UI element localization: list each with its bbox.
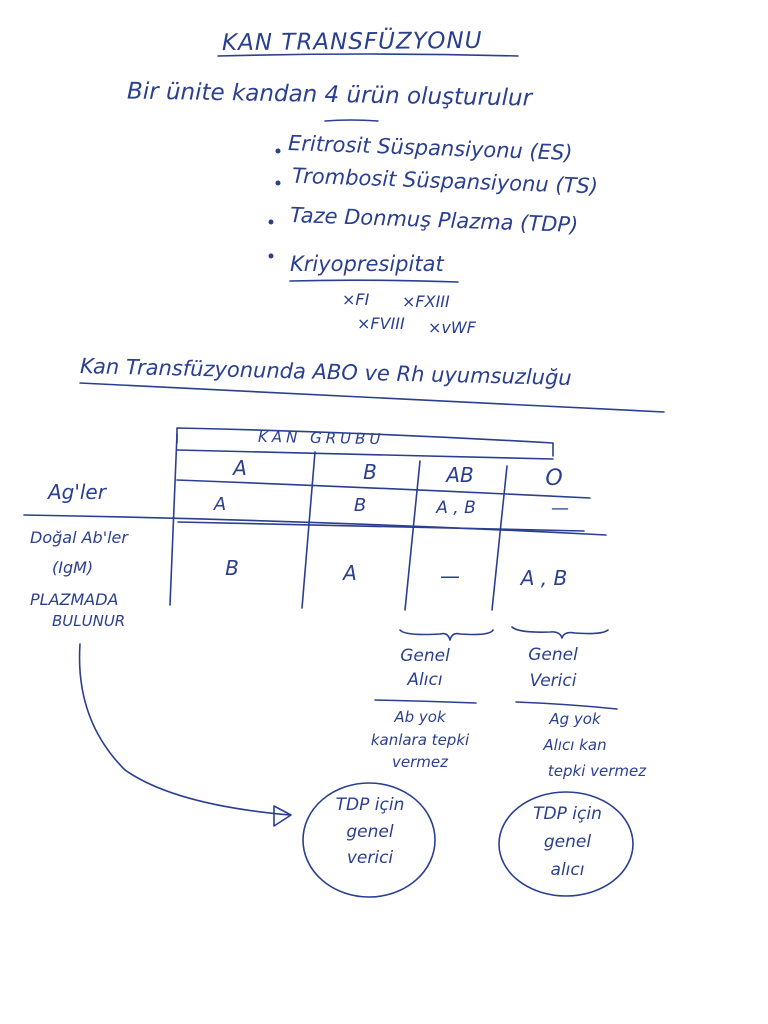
heading-underline — [79, 382, 665, 413]
col-line-1 — [169, 433, 178, 606]
circle-left-outline — [302, 782, 436, 898]
circle-left-line-2: genel — [346, 822, 394, 842]
col-line-2 — [301, 451, 316, 609]
factor-vwf: ×vWF — [428, 318, 476, 337]
o-note-title-1: Genel — [528, 645, 578, 665]
antigen-a: A — [213, 494, 227, 515]
group-header-a: A — [233, 456, 247, 480]
group-header-o: O — [545, 466, 563, 491]
table-header-kan-grubu: KAN GRUBU — [257, 427, 385, 449]
kriyo-underline — [289, 279, 459, 283]
circle-right-line-2: genel — [543, 832, 592, 852]
antibody-ab: — — [440, 564, 460, 588]
col-line-3 — [404, 460, 421, 611]
ab-note-title-1: Genel — [400, 646, 450, 666]
o-note-desc-2: Alıcı kan — [543, 736, 607, 754]
col-line-4 — [491, 465, 508, 611]
highlight-underline — [324, 119, 379, 122]
group-header-b: B — [363, 460, 377, 484]
factor-fviii: ×FVIII — [357, 314, 405, 333]
o-brace — [511, 626, 609, 639]
row-label-antibodies-2: (IgM) — [52, 558, 94, 577]
factor-fxiii: ×FXIII — [402, 292, 450, 311]
o-title-underline — [515, 701, 618, 710]
intro-prefix: Bir ünite kandan — [126, 78, 318, 108]
circle-right-line-3: alıcı — [550, 860, 585, 880]
antigen-ab: A , B — [436, 498, 476, 518]
group-header-ab: AB — [446, 463, 474, 487]
o-note-desc-3: tepki vermez — [547, 762, 647, 780]
ab-title-underline — [374, 699, 477, 704]
ab-note-title-2: Alıcı — [407, 670, 443, 690]
circle-left-line-1: TDP için — [335, 795, 405, 815]
table-line-4 — [177, 521, 585, 532]
row-label-antibodies-3: PLAZMADA — [30, 590, 119, 609]
intro-highlight: 4 ürün — [324, 81, 400, 110]
page-title: KAN TRANSFÜZYONU — [221, 27, 483, 57]
antigen-b: B — [353, 495, 367, 516]
circle-right-outline — [498, 791, 634, 897]
row-label-antibodies-1: Doğal Ab'ler — [30, 528, 128, 547]
title-underline — [217, 53, 519, 57]
table-line-1 — [176, 449, 554, 460]
row-label-antibodies-4: BULUNUR — [52, 612, 126, 630]
table-bracket — [176, 427, 554, 457]
arrow-head — [273, 805, 292, 827]
ab-note-desc-1: Ab yok — [394, 708, 446, 726]
antigen-o: — — [551, 498, 569, 519]
o-note-title-2: Verici — [529, 671, 577, 691]
antibody-a: B — [225, 556, 239, 580]
product-item-kriyo: Kriyopresipitat — [290, 252, 444, 276]
row-label-antigens: Ag'ler — [48, 480, 106, 504]
table-line-3 — [23, 514, 607, 536]
o-note-desc-1: Ag yok — [549, 710, 601, 728]
circle-right-line-1: TDP için — [533, 804, 602, 824]
ab-note-desc-3: vermez — [392, 753, 448, 771]
ab-brace — [399, 629, 494, 641]
antibody-b: A — [343, 561, 357, 585]
intro-suffix: oluşturulur — [406, 83, 533, 112]
ab-note-desc-2: kanlara tepki — [370, 731, 470, 749]
antibody-o: A , B — [520, 566, 568, 590]
table-line-2 — [176, 479, 591, 499]
factor-fi: ×FI — [342, 290, 370, 309]
curve-arrow — [78, 643, 291, 816]
circle-left-line-3: verici — [346, 848, 394, 868]
